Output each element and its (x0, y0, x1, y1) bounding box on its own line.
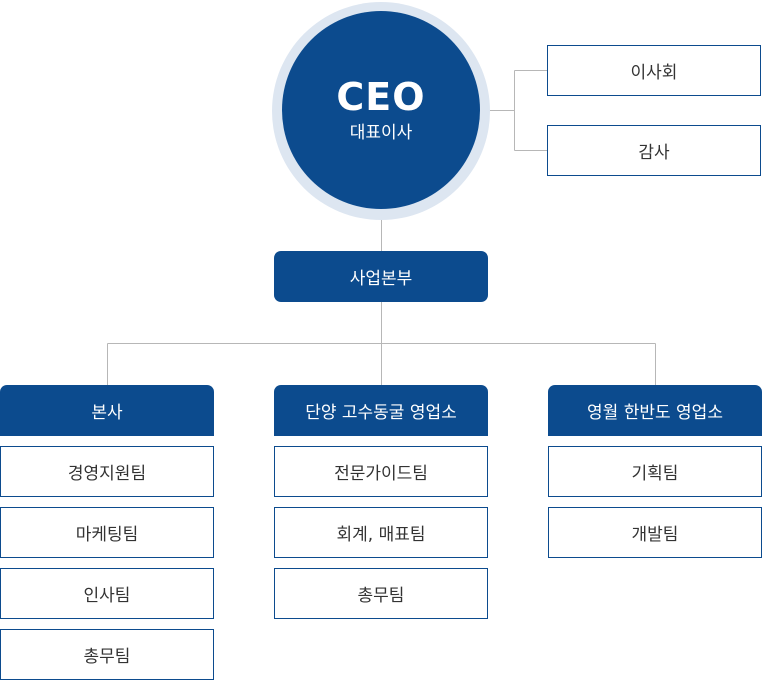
ceo-node: CEO 대표이사 (282, 11, 480, 209)
side-unit-audit: 감사 (547, 125, 761, 176)
team-box: 전문가이드팀 (274, 446, 488, 497)
team-box: 경영지원팀 (0, 446, 214, 497)
ceo-subtitle: 대표이사 (349, 123, 413, 143)
headquarters-node: 사업본부 (274, 251, 488, 302)
team-box: 총무팀 (0, 629, 214, 680)
team-box: 기획팀 (548, 446, 762, 497)
department-head-danyang: 단양 고수동굴 영업소 (274, 385, 488, 436)
department-head-hq-office: 본사 (0, 385, 214, 436)
team-box: 회계, 매표팀 (274, 507, 488, 558)
team-box: 총무팀 (274, 568, 488, 619)
ceo-title: CEO (336, 75, 426, 119)
team-box: 개발팀 (548, 507, 762, 558)
team-box: 마케팅팀 (0, 507, 214, 558)
department-head-yeongwol: 영월 한반도 영업소 (548, 385, 762, 436)
side-unit-board: 이사회 (547, 45, 761, 96)
team-box: 인사팀 (0, 568, 214, 619)
